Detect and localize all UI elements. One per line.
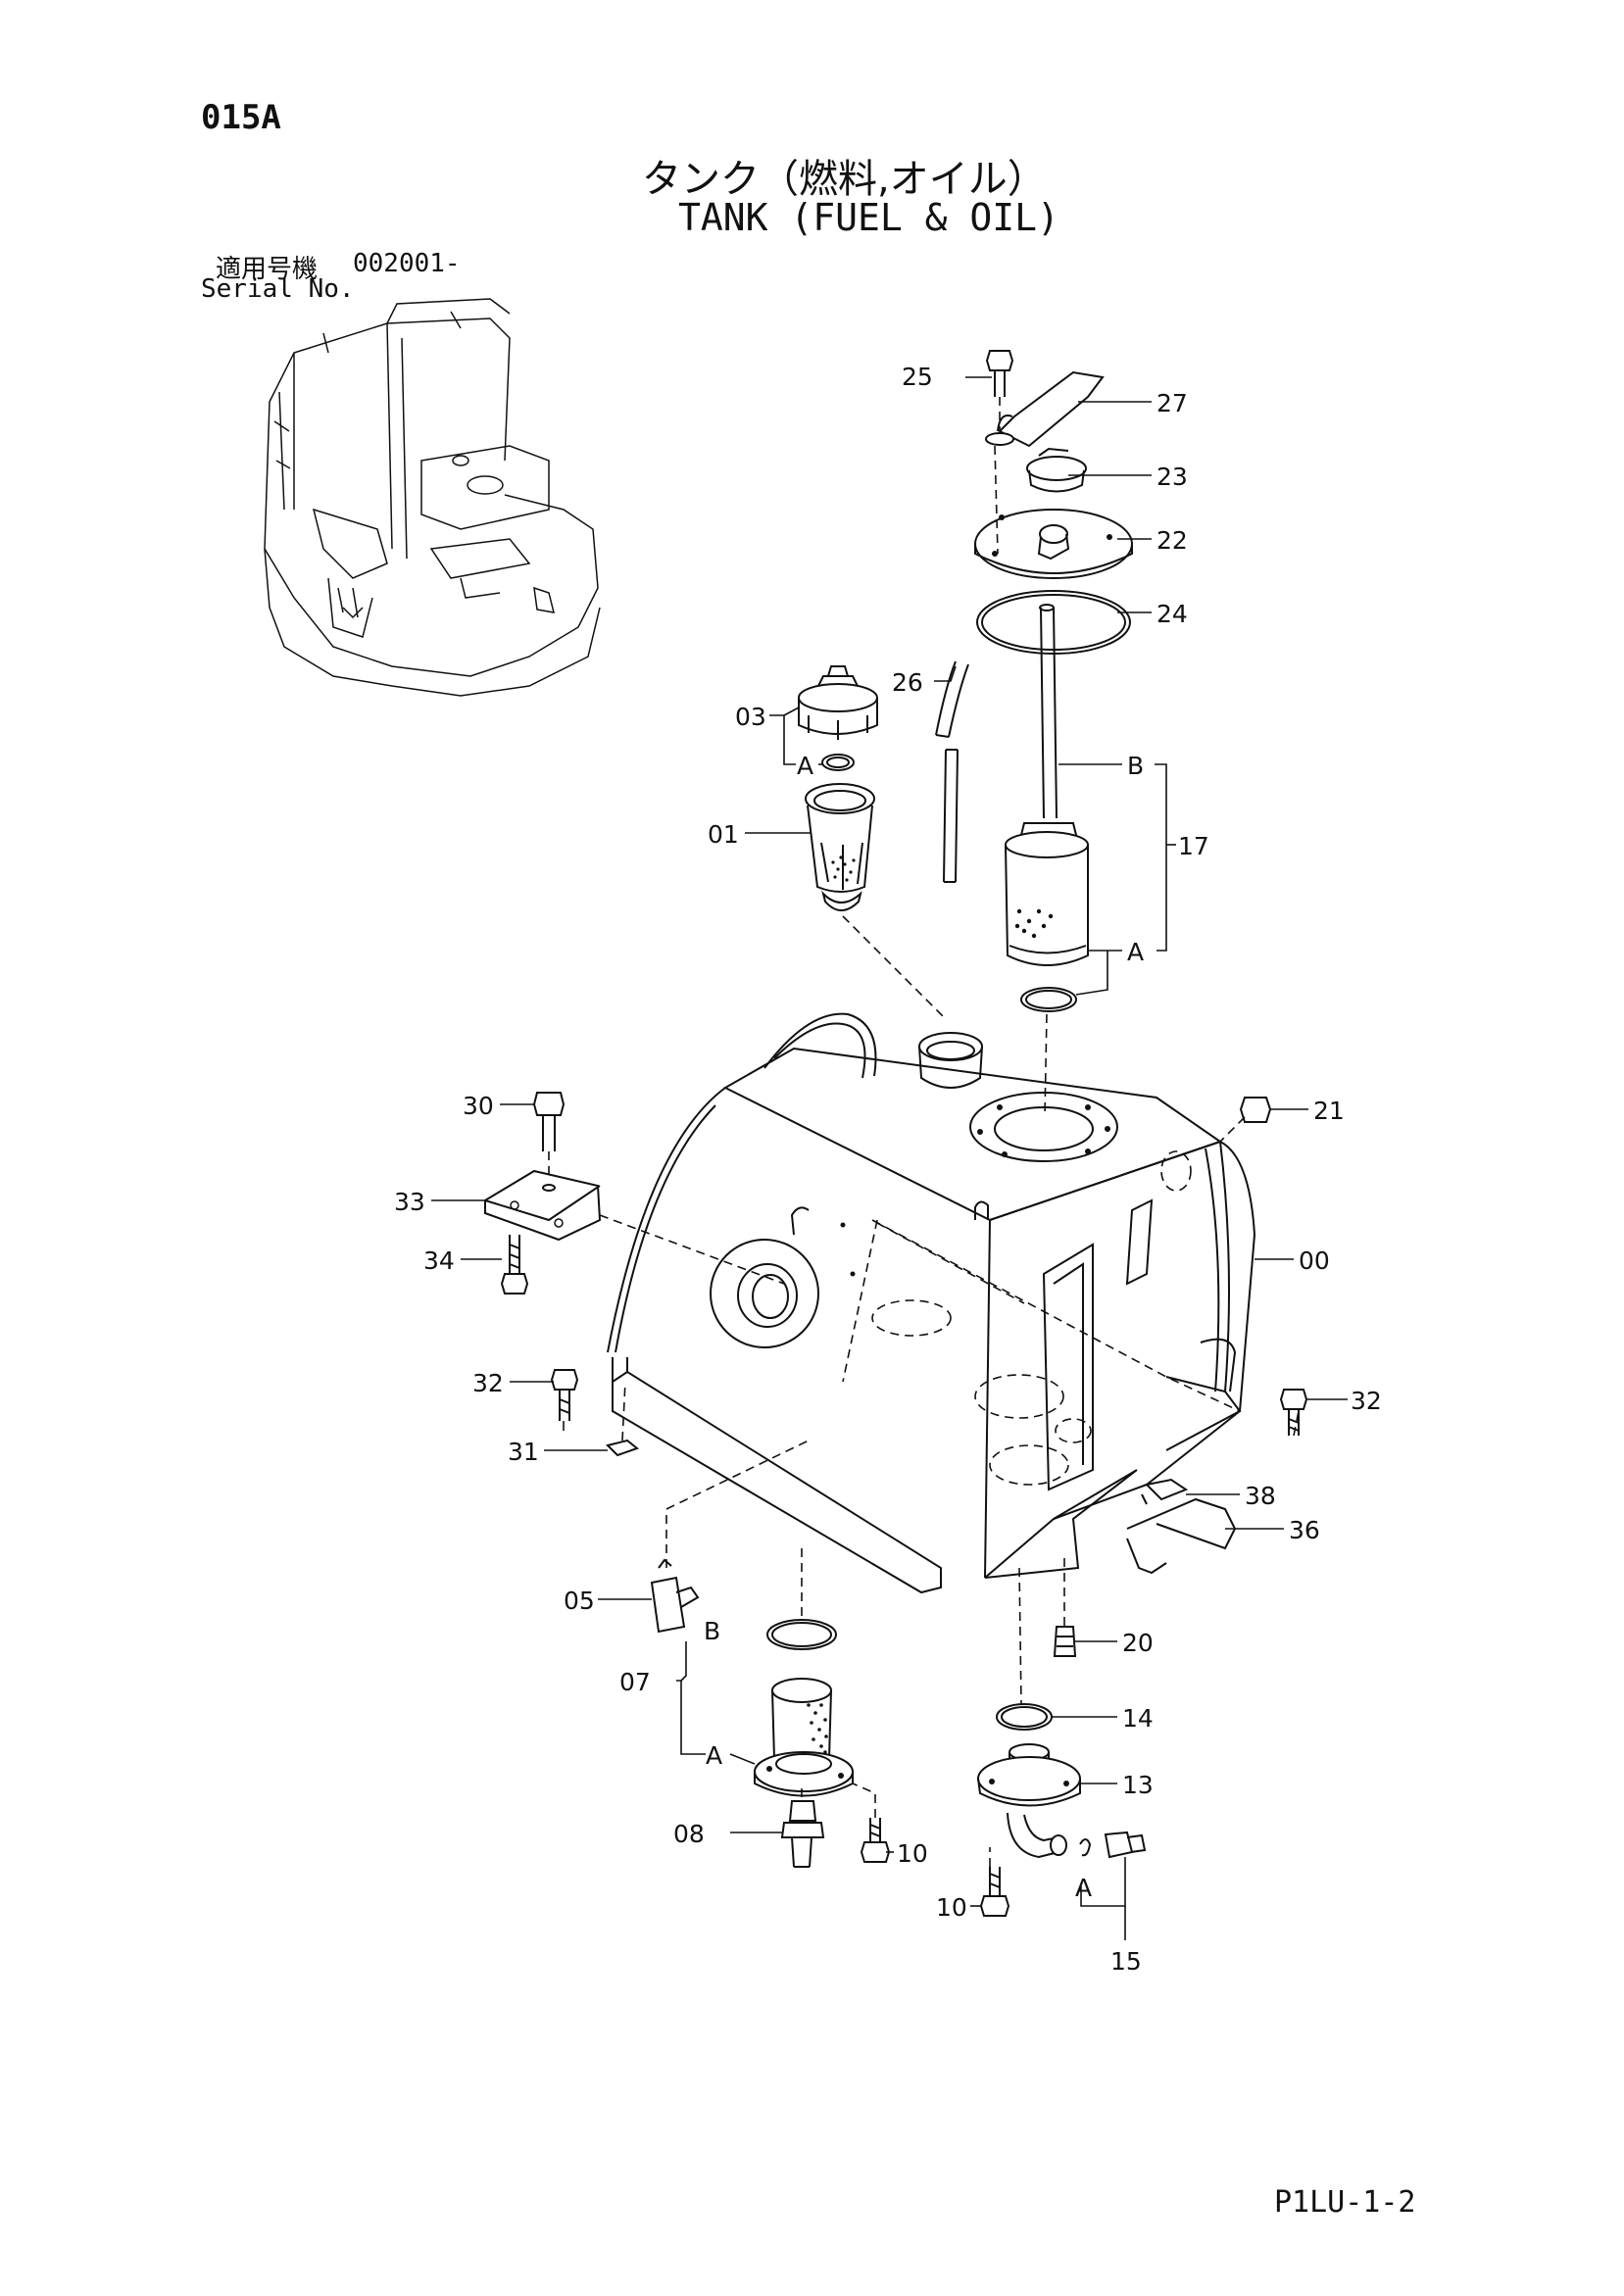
- callout-00: 00: [1299, 1246, 1330, 1275]
- callout-21: 21: [1313, 1097, 1345, 1125]
- mounting-bolts-left: [550, 1369, 640, 1457]
- callout-01: 01: [708, 820, 739, 849]
- callout-34: 34: [423, 1246, 455, 1275]
- callout-07: 07: [619, 1668, 651, 1696]
- return-filter-assembly: [1005, 604, 1089, 1118]
- filler-cap-strainer: [798, 665, 947, 1020]
- page-title-japanese: タンク（燃料,オイル）: [642, 157, 1047, 202]
- sub-marker-a-07: A: [706, 1741, 722, 1770]
- callout-20: 20: [1122, 1629, 1154, 1657]
- callout-36: 36: [1289, 1516, 1320, 1544]
- serial-label: Serial No.: [201, 274, 355, 304]
- callout-08: 08: [673, 1820, 705, 1848]
- sub-marker-b-17: B: [1127, 752, 1144, 780]
- drain-cock: [650, 1440, 810, 1634]
- callout-15: 15: [1110, 1947, 1142, 1976]
- sub-marker-a-03: A: [797, 752, 813, 780]
- sub-marker-a-15: A: [1075, 1874, 1092, 1902]
- callout-25: 25: [902, 363, 933, 391]
- callout-17: 17: [1178, 832, 1209, 860]
- mounting-bolts-right: [1279, 1389, 1308, 1437]
- serial-label-japanese: 適用号機: [216, 255, 319, 284]
- machine-location-thumbnail: [264, 298, 601, 697]
- callout-24: 24: [1156, 600, 1188, 628]
- callout-26: 26: [892, 668, 923, 697]
- fuel-oil-tank: [607, 1012, 1256, 1594]
- callout-22: 22: [1156, 526, 1188, 555]
- callout-03: 03: [735, 703, 766, 731]
- page-reference: P1LU-1-2: [1274, 2185, 1416, 2220]
- callout-13: 13: [1122, 1771, 1154, 1799]
- tank-mounting-bracket: [484, 1092, 785, 1295]
- callout-leaders: [431, 376, 1348, 1940]
- callout-31: 31: [508, 1438, 539, 1466]
- callout-38: 38: [1245, 1482, 1276, 1510]
- tank-cover-assembly: [935, 350, 1133, 883]
- callout-32-right: 32: [1351, 1387, 1382, 1415]
- page-code: 015A: [201, 98, 281, 137]
- callout-labels: 25 27 23 22 24 26 03 A 01 B 17 A 21 00 3…: [394, 363, 1382, 1976]
- callout-30: 30: [463, 1092, 494, 1120]
- callout-33: 33: [394, 1188, 425, 1216]
- tank-strap-hardware: [1126, 1478, 1237, 1575]
- suction-port-assembly: [977, 1558, 1147, 1867]
- serial-number-range: 002001-: [353, 249, 461, 278]
- callout-23: 23: [1156, 463, 1188, 491]
- callout-32-left: 32: [472, 1369, 504, 1397]
- page-title: TANK (FUEL & OIL): [678, 196, 1059, 239]
- callout-05: 05: [564, 1587, 595, 1615]
- callout-10-right: 10: [936, 1893, 967, 1922]
- callout-27: 27: [1156, 389, 1188, 417]
- callout-14: 14: [1122, 1704, 1154, 1733]
- sub-marker-a-17: A: [1127, 938, 1144, 966]
- suction-strainer-assembly: [754, 1548, 854, 1868]
- flange-bolts: [852, 1783, 1010, 1917]
- callout-10-left: 10: [897, 1839, 928, 1868]
- sub-marker-b-07: B: [704, 1617, 720, 1645]
